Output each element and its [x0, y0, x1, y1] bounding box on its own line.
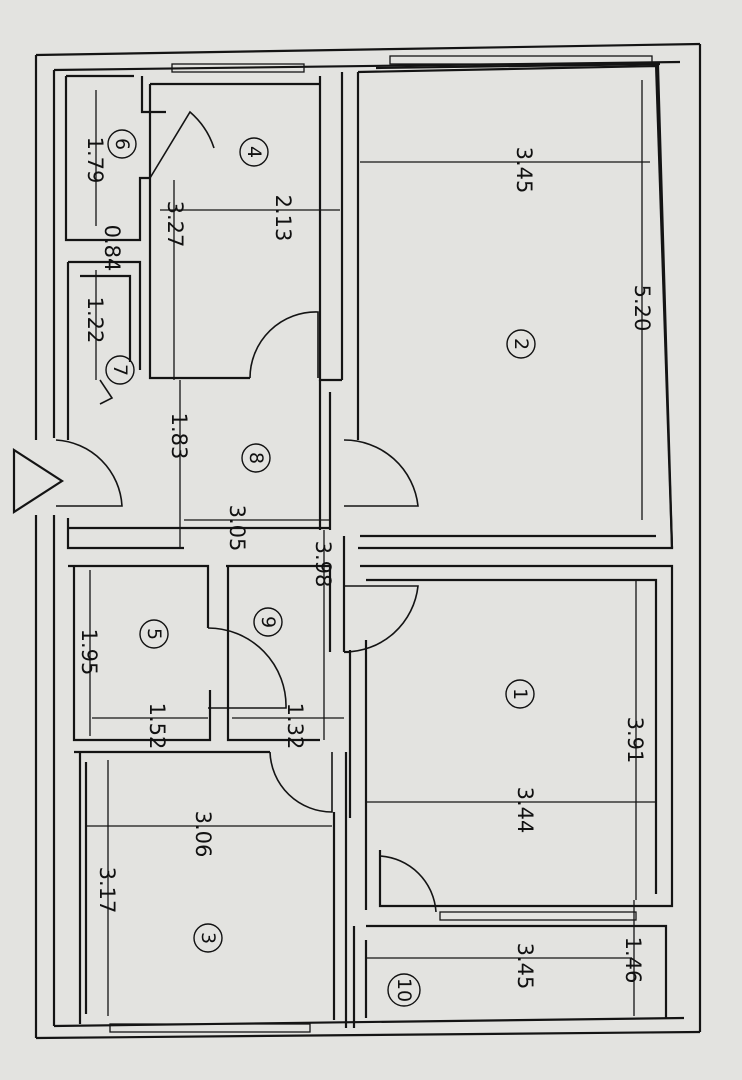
- room-number-5: 5: [139, 619, 169, 649]
- room-number-1: 1: [505, 679, 535, 709]
- room-7-walls: [66, 260, 142, 384]
- dim-room4-length: 3.27: [163, 201, 187, 248]
- svg-text:8: 8: [245, 452, 267, 464]
- room-number-8: 8: [241, 443, 271, 473]
- dim-room1-length: 3.91: [623, 717, 647, 764]
- svg-text:5: 5: [143, 628, 165, 640]
- doors: [55, 110, 437, 913]
- dim-room9-length: 3.98: [311, 541, 335, 588]
- room-number-6: 6: [107, 129, 137, 159]
- entrance-triangle-icon: [12, 447, 65, 515]
- svg-text:3: 3: [197, 932, 219, 944]
- room-number-10: 10: [387, 973, 421, 1007]
- svg-text:7: 7: [109, 364, 131, 376]
- room-number-2: 2: [506, 329, 536, 359]
- room-number-4: 4: [239, 137, 269, 167]
- svg-text:6: 6: [111, 138, 133, 150]
- dim-room4-width: 2.13: [271, 195, 295, 242]
- dim-room8-length: 3.05: [225, 505, 249, 552]
- room-number-7: 7: [105, 355, 135, 385]
- dim-room3-width: 3.06: [191, 811, 215, 858]
- room-numbers: 1 2 3 4 5 6 7 8: [105, 129, 536, 1007]
- door-room-4: [249, 311, 319, 379]
- room-2-walls: [340, 62, 674, 550]
- door-room-1: [343, 585, 419, 653]
- room-number-9: 9: [253, 607, 283, 637]
- door-room-3: [269, 751, 333, 813]
- door-room-5: [207, 627, 287, 709]
- door-entrance: [55, 439, 123, 507]
- door-room-7: [99, 379, 114, 405]
- dim-room6-width: 0.84: [100, 225, 124, 272]
- svg-text:1: 1: [509, 688, 531, 700]
- dim-room10-length: 1.46: [621, 937, 645, 984]
- svg-text:2: 2: [510, 338, 532, 350]
- windows: [109, 55, 653, 1033]
- room-3-walls: [74, 750, 348, 1028]
- room-10-walls: [352, 924, 668, 1028]
- dim-room5-length: 1.95: [77, 629, 101, 676]
- dimension-lines: [72, 80, 656, 1016]
- svg-text:10: 10: [393, 978, 415, 1002]
- door-room-2: [343, 439, 419, 507]
- dim-room7-length: 1.22: [83, 297, 107, 344]
- dim-room5-width: 1.52: [145, 703, 169, 750]
- outer-walls: [34, 42, 702, 1040]
- dim-room6-length: 1.79: [83, 137, 107, 184]
- room-5-9-walls: [68, 536, 350, 742]
- dim-room8-width: 1.83: [167, 413, 191, 460]
- dimension-labels: 3.45 5.20 2.13 3.27 1.79 0.84 1.22 1.83 …: [77, 137, 654, 990]
- dim-room9-width: 1.32: [283, 703, 307, 750]
- door-room-10: [379, 850, 437, 913]
- room-1-walls: [348, 564, 674, 910]
- door-room-6: [149, 110, 215, 179]
- dim-room10-width: 3.45: [513, 943, 537, 990]
- svg-text:9: 9: [257, 616, 279, 628]
- dim-room1-width: 3.44: [513, 787, 537, 834]
- dim-room2-length: 5.20: [630, 285, 654, 332]
- room-8-walls: [66, 380, 332, 550]
- dim-room3-length: 3.17: [95, 867, 119, 914]
- dim-room2-width: 3.45: [512, 147, 536, 194]
- svg-text:4: 4: [243, 146, 265, 158]
- room-number-3: 3: [193, 923, 223, 953]
